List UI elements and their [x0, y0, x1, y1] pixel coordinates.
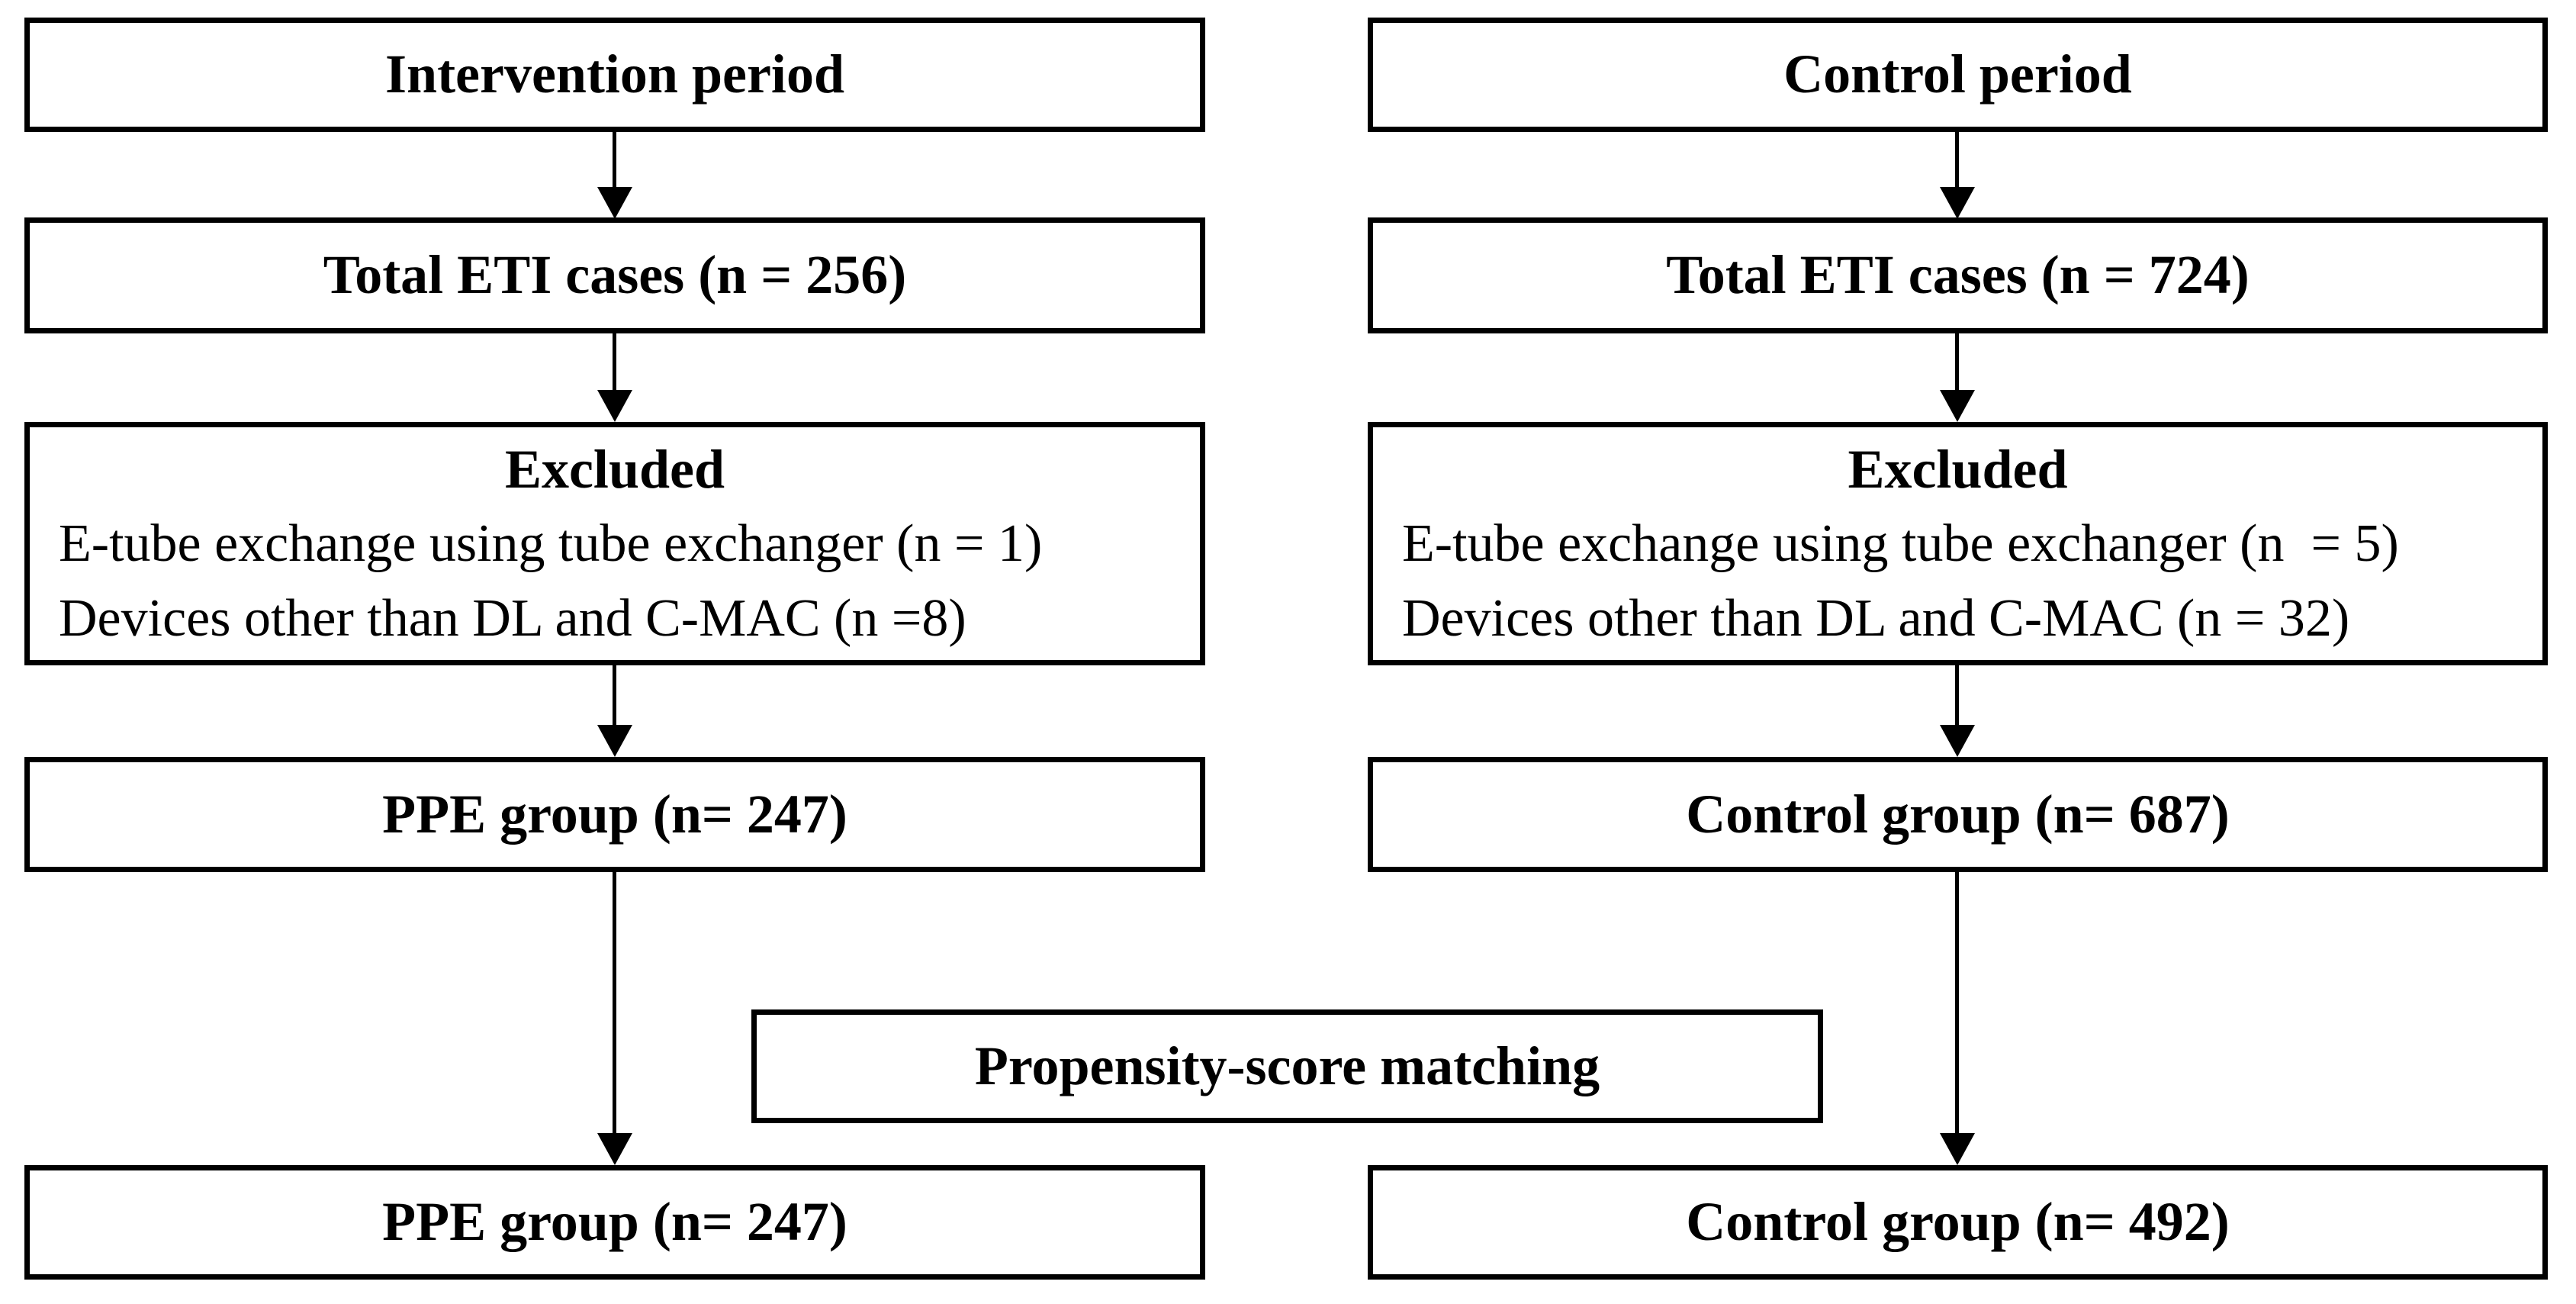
arrow-line	[613, 665, 616, 726]
arrow-line	[613, 872, 616, 1135]
arrow-head	[597, 390, 632, 422]
box-control-period: Control period	[1368, 18, 2548, 132]
box-ppe-group-matched: PPE group (n= 247)	[24, 1165, 1205, 1280]
ppe-group-matched-label: PPE group (n= 247)	[382, 1191, 847, 1253]
total-eti-intervention-label: Total ETI cases (n = 256)	[323, 244, 907, 306]
propensity-matching-label: Propensity-score matching	[974, 1035, 1600, 1096]
total-eti-control-label: Total ETI cases (n = 724)	[1666, 244, 2250, 306]
excluded-control-title: Excluded	[1848, 438, 2068, 500]
ppe-group-label: PPE group (n= 247)	[382, 783, 847, 845]
box-total-eti-intervention: Total ETI cases (n = 256)	[24, 217, 1205, 333]
arrow-head	[597, 1133, 632, 1165]
box-control-group: Control group (n= 687)	[1368, 757, 2548, 872]
control-group-label: Control group (n= 687)	[1686, 783, 2230, 845]
excluded-control-reason-2: Devices other than DL and C-MAC (n = 32)	[1402, 588, 2350, 648]
arrow-line	[1955, 333, 1959, 391]
intervention-period-label: Intervention period	[385, 43, 844, 105]
control-period-label: Control period	[1783, 43, 2132, 105]
excluded-intervention-reason-1: E-tube exchange using tube exchanger (n …	[59, 514, 1043, 573]
excluded-intervention-reason-2: Devices other than DL and C-MAC (n =8)	[59, 588, 966, 648]
box-total-eti-control: Total ETI cases (n = 724)	[1368, 217, 2548, 333]
arrow-head	[597, 725, 632, 757]
box-control-group-matched: Control group (n= 492)	[1368, 1165, 2548, 1280]
arrow-line	[613, 132, 616, 188]
arrow-head	[1940, 725, 1975, 757]
arrow-head	[1940, 187, 1975, 219]
box-intervention-period: Intervention period	[24, 18, 1205, 132]
box-excluded-control: Excluded E-tube exchange using tube exch…	[1368, 422, 2548, 665]
arrow-line	[1955, 132, 1959, 188]
arrow-line	[613, 333, 616, 391]
box-ppe-group: PPE group (n= 247)	[24, 757, 1205, 872]
excluded-intervention-title: Excluded	[504, 438, 725, 500]
arrow-line	[1955, 665, 1959, 726]
arrow-head	[1940, 390, 1975, 422]
arrow-line	[1955, 872, 1959, 1135]
arrow-head	[597, 187, 632, 219]
box-propensity-matching: Propensity-score matching	[751, 1009, 1823, 1123]
box-excluded-intervention: Excluded E-tube exchange using tube exch…	[24, 422, 1205, 665]
excluded-control-reason-1: E-tube exchange using tube exchanger (n …	[1402, 514, 2399, 573]
arrow-head	[1940, 1133, 1975, 1165]
control-group-matched-label: Control group (n= 492)	[1686, 1191, 2230, 1253]
